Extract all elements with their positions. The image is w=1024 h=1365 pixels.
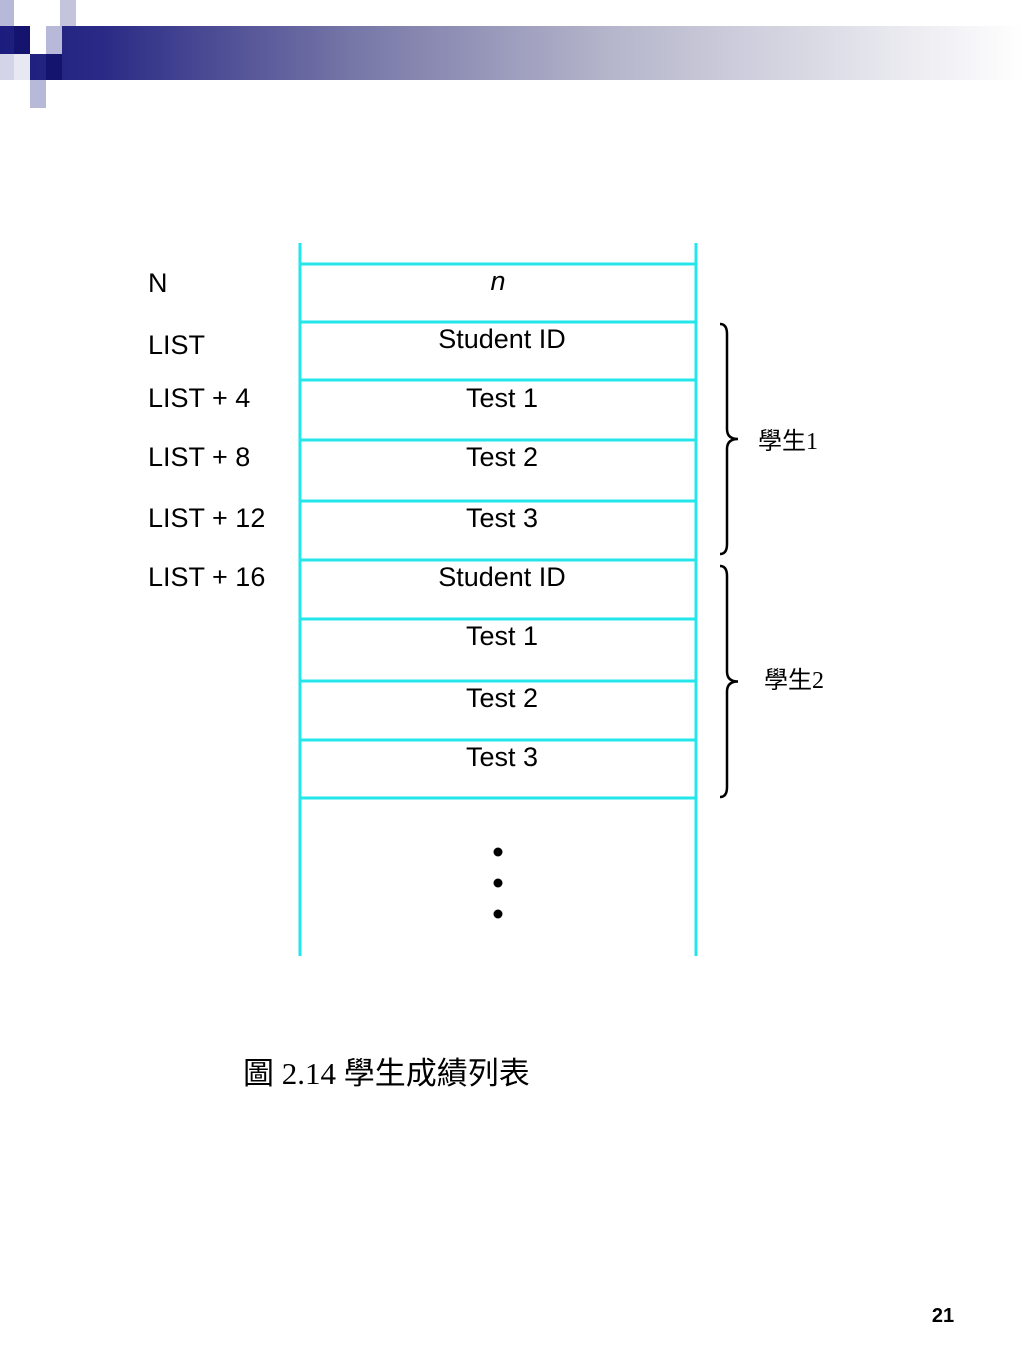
header-decor-square: [46, 26, 62, 54]
address-label: LIST + 16: [148, 562, 265, 592]
ellipsis-dot: [493, 878, 503, 888]
header-decor-square: [30, 80, 46, 108]
memory-cell-label: Test 3: [466, 742, 538, 772]
memory-cell-label: Student ID: [438, 562, 566, 592]
ellipsis-dot: [493, 847, 503, 857]
header-decor-square: [14, 54, 30, 80]
header-decor-square: [14, 26, 30, 54]
memory-cell-label: Student ID: [438, 324, 566, 354]
address-labels: N LIST LIST + 4 LIST + 8 LIST + 12 LIST + 16: [148, 268, 265, 592]
memory-cell-label: Test 3: [466, 503, 538, 533]
group-label: 學生2: [764, 667, 824, 694]
ellipsis-dot: [493, 909, 503, 919]
memory-cell-label: n: [490, 266, 505, 296]
header-decor-square: [0, 0, 14, 26]
header-decor-square: [0, 54, 14, 80]
address-label: LIST + 8: [148, 442, 250, 472]
memory-cell-label: Test 2: [466, 442, 538, 472]
curly-brace-icon: [719, 564, 739, 799]
group-label: 學生1: [758, 428, 818, 455]
curly-brace-icon: [719, 322, 739, 556]
address-label: LIST: [148, 330, 205, 360]
figure-caption: 圖 2.14 學生成績列表: [243, 1056, 530, 1091]
memory-cell-label: Test 2: [466, 683, 538, 713]
header-decor-square: [60, 0, 76, 26]
memory-cell-label: Test 1: [466, 383, 538, 413]
page-number: 21: [932, 1305, 954, 1327]
group-braces: 學生1 學生2: [719, 322, 824, 799]
header-gradient-bar: [0, 26, 1024, 80]
address-label: LIST + 4: [148, 383, 250, 413]
address-label: N: [148, 268, 168, 298]
header-decor-square: [30, 26, 46, 54]
vertical-ellipsis-icon: [493, 847, 503, 919]
header-decor-square: [46, 54, 62, 80]
memory-cell-label: Test 1: [466, 621, 538, 651]
address-label: LIST + 12: [148, 503, 265, 533]
